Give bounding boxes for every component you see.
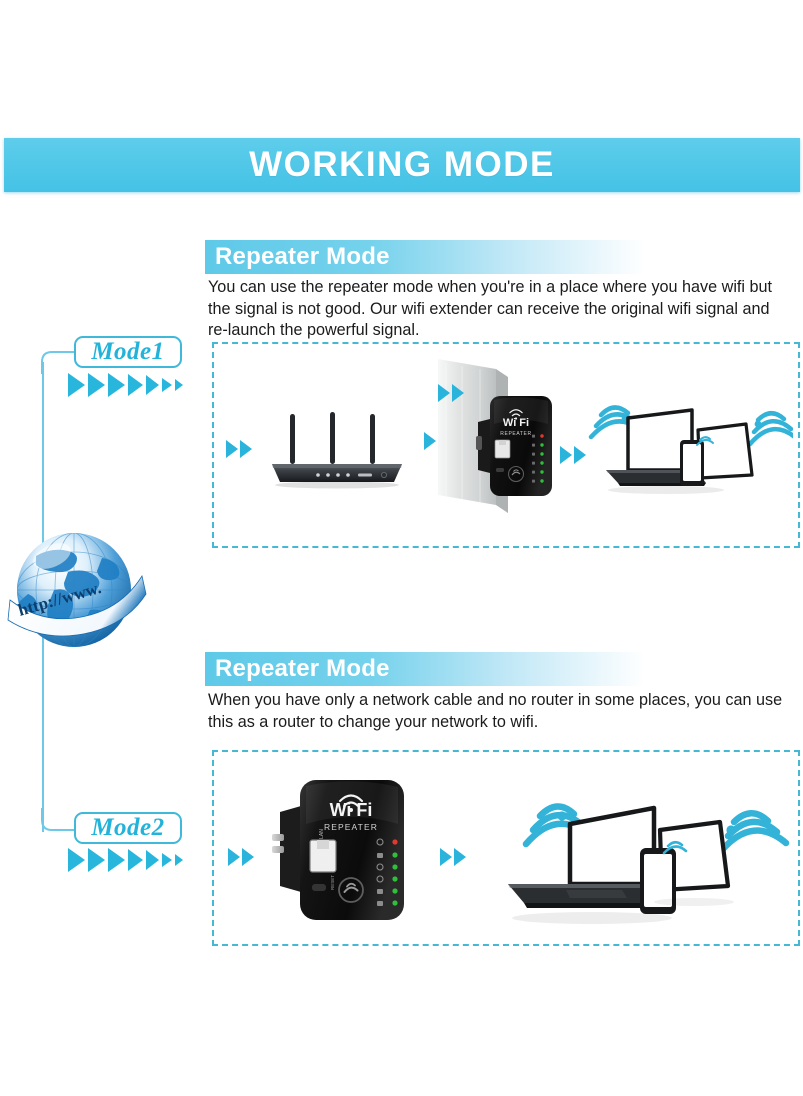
globe-graphic: http://www. xyxy=(7,533,147,647)
router-graphic xyxy=(272,412,402,489)
chevron-icon xyxy=(242,848,254,866)
section-2-arrow-in xyxy=(228,848,254,866)
chevron-icon xyxy=(452,384,464,402)
chevron-icon xyxy=(560,446,572,464)
chevron-icon xyxy=(438,384,450,402)
section-2-heading: Repeater Mode xyxy=(205,652,645,686)
section-1-arrow-in xyxy=(226,440,252,458)
mode-label-mode1-text: Mode1 xyxy=(91,338,165,365)
devices-cluster-2 xyxy=(508,803,790,924)
mode-label-mode2-text: Mode2 xyxy=(91,814,165,841)
arrow-triangle xyxy=(108,848,125,872)
chevron-icon xyxy=(424,432,436,450)
arrow-triangle xyxy=(175,854,183,866)
arrow-triangle xyxy=(68,848,85,872)
device-brand-label-1: Wi Fi xyxy=(503,417,529,429)
arrow-triangle xyxy=(146,850,159,870)
chevron-icon xyxy=(240,440,252,458)
arrow-triangle xyxy=(175,379,183,391)
chevron-icon xyxy=(440,848,452,866)
arrow-triangle xyxy=(88,373,105,397)
chevron-icon xyxy=(228,848,240,866)
wifi-signal-icon-right xyxy=(747,411,793,447)
section-1-heading: Repeater Mode xyxy=(205,240,645,274)
svg-text:RESET: RESET xyxy=(330,875,335,890)
mode1-arrow-row xyxy=(68,373,183,397)
section-1-heading-text: Repeater Mode xyxy=(215,243,390,270)
arrow-triangle xyxy=(162,378,172,392)
section-1-arrow-wall xyxy=(438,384,464,402)
working-mode-banner: WORKING MODE xyxy=(4,138,800,192)
wifi-repeater-device-1: Wi Fi REPEATER xyxy=(476,396,552,496)
device-sub-label-1: REPEATER xyxy=(500,431,531,437)
arrow-triangle xyxy=(146,375,159,395)
section-2-body-text: When you have only a network cable and n… xyxy=(208,691,783,731)
arrow-triangle xyxy=(128,849,143,871)
section-2-arrow-out xyxy=(440,848,466,866)
wifi-repeater-device-2: Wi Fi REPEATER LAN RESET xyxy=(272,780,404,920)
chevron-icon xyxy=(454,848,466,866)
section-1-arrow-out xyxy=(560,446,586,464)
rail-elbow-mode1 xyxy=(41,351,98,374)
mode2-arrow-row xyxy=(68,848,183,872)
section-1-body-text: You can use the repeater mode when you'r… xyxy=(208,278,773,339)
mode-label-mode1[interactable]: Mode1 xyxy=(74,336,182,368)
chevron-icon xyxy=(574,446,586,464)
svg-text:LAN: LAN xyxy=(319,829,325,839)
banner-title: WORKING MODE xyxy=(249,145,555,184)
arrow-triangle xyxy=(68,373,85,397)
devices-cluster-1 xyxy=(588,405,793,494)
arrow-triangle xyxy=(108,373,125,397)
chevron-icon xyxy=(226,440,238,458)
device-sub-label-2: REPEATER xyxy=(324,822,378,832)
section-2-heading-text: Repeater Mode xyxy=(215,655,390,682)
mode-label-mode2[interactable]: Mode2 xyxy=(74,812,182,844)
rail-elbow-mode2 xyxy=(41,808,98,831)
arrow-triangle xyxy=(88,848,105,872)
arrow-triangle xyxy=(162,853,172,867)
arrow-triangle xyxy=(128,374,143,396)
device-brand-label-2: Wi Fi xyxy=(330,800,373,820)
